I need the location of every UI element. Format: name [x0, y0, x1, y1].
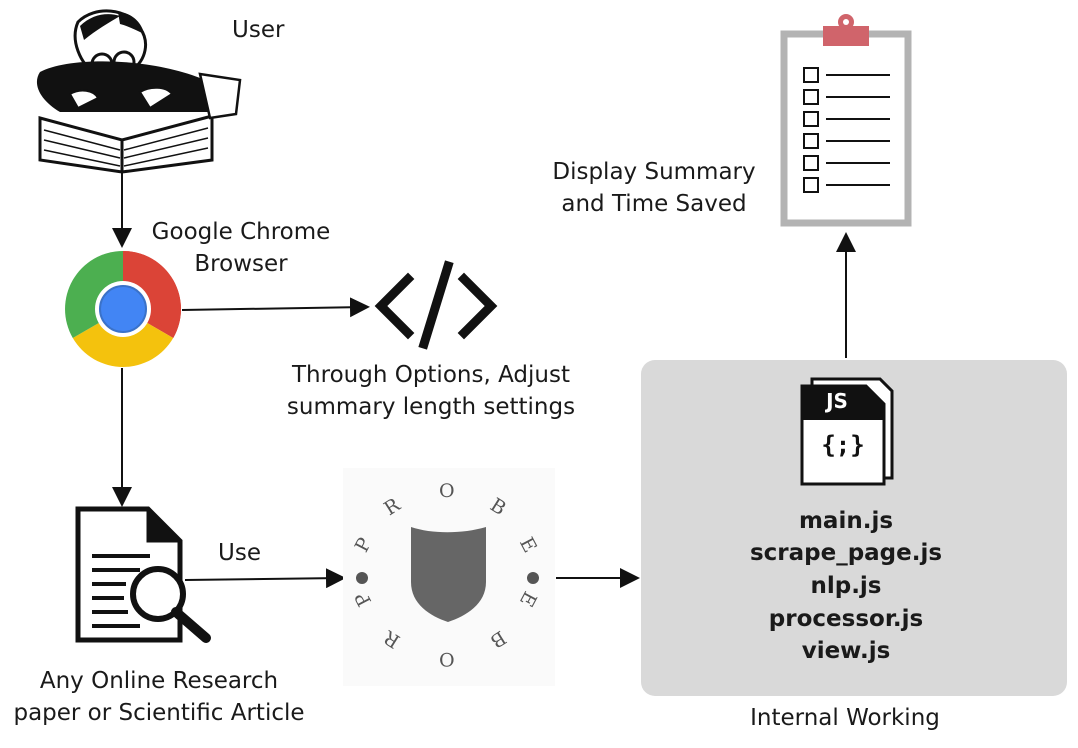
- probe-logo: [343, 468, 555, 686]
- file-scrape-page-js: scrape_page.js: [749, 540, 943, 566]
- probe-ring-letter: E: [514, 587, 541, 611]
- probe-ring-letter: O: [439, 648, 455, 670]
- chrome-icon: [65, 251, 181, 367]
- probe-ring-letter: P: [350, 588, 377, 610]
- code-icon: [374, 260, 498, 350]
- user-reading-book-icon: [36, 9, 242, 174]
- probe-ring-letter: O: [439, 480, 455, 502]
- probe-ring-text-bottom: P R O B E: [343, 468, 555, 686]
- file-view-js: view.js: [801, 638, 891, 664]
- probe-ring-letter: B: [486, 625, 510, 653]
- file-nlp-js: nlp.js: [810, 573, 882, 599]
- file-processor-js: processor.js: [768, 606, 924, 632]
- arrow-chrome-to-options: [181, 297, 370, 318]
- probe-ring-letter: R: [380, 625, 405, 653]
- label-use: Use: [218, 540, 261, 566]
- arrow-article-to-probe: [184, 568, 346, 589]
- js-file-braces: {;}: [821, 431, 865, 459]
- label-user: User: [232, 17, 285, 43]
- clipboard-checklist-icon: [780, 14, 912, 227]
- label-internal-working: Internal Working: [750, 705, 940, 731]
- document-search-icon: [75, 506, 211, 643]
- probe-ring-text-top: P R O B E: [343, 468, 555, 686]
- js-file-icon: [800, 377, 894, 486]
- js-file-tag: JS: [826, 389, 848, 413]
- label-display-summary: Display Summary and Time Saved: [552, 159, 756, 217]
- label-article: Any Online Research paper or Scientific …: [13, 668, 305, 726]
- label-options: Through Options, Adjust summary length s…: [286, 362, 576, 420]
- label-chrome-browser: Google Chrome Browser: [151, 219, 331, 277]
- file-main-js: main.js: [798, 508, 894, 534]
